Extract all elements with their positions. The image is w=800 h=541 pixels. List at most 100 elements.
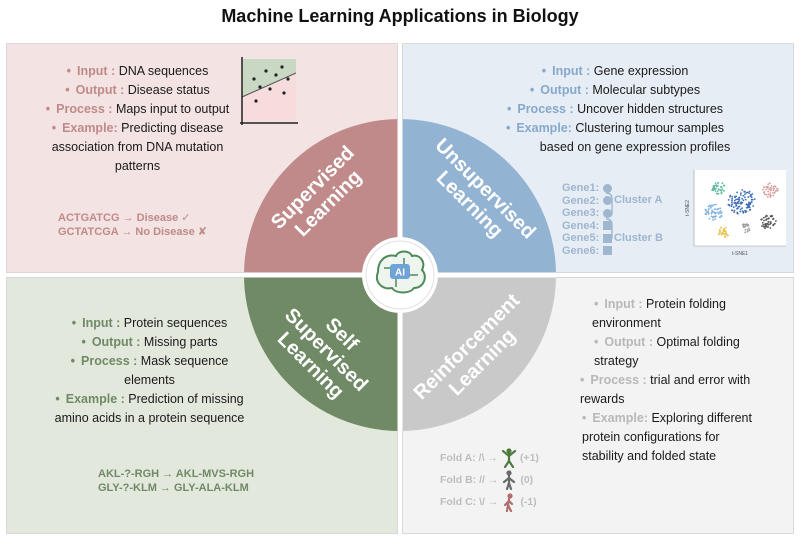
person-sad-icon xyxy=(504,493,514,513)
tsne-point xyxy=(741,201,744,204)
tsne-point xyxy=(769,192,772,194)
tsne-point xyxy=(731,195,734,198)
fold-c-row: Fold C: \/ →(-1) xyxy=(440,491,539,513)
tsne-point xyxy=(739,202,741,205)
tsne-point xyxy=(731,209,734,212)
tsne-point xyxy=(772,217,775,220)
tsne-point xyxy=(744,193,746,196)
tsne-point xyxy=(767,183,770,186)
tsne-point xyxy=(776,187,779,190)
tsne-point xyxy=(714,218,716,221)
tsne-point xyxy=(748,229,751,232)
tsne-point xyxy=(711,189,713,192)
tsne-point xyxy=(734,195,736,198)
tsne-point xyxy=(761,222,764,224)
tsne-point xyxy=(717,182,719,184)
tsne-point xyxy=(763,193,766,196)
tsne-point xyxy=(715,203,717,206)
tsne-point xyxy=(713,184,716,187)
tsne-point xyxy=(737,207,739,210)
tsne-point xyxy=(760,218,763,220)
protein-example-2: GLY-?-KLM → GLY-ALA-KLM xyxy=(98,482,249,494)
tsne-point xyxy=(767,190,770,193)
tsne-point xyxy=(712,188,715,191)
tsne-point xyxy=(730,205,733,208)
tsne-point xyxy=(766,196,769,198)
tsne-point xyxy=(753,198,756,200)
tsne-point xyxy=(744,223,746,226)
tsne-point xyxy=(707,208,710,210)
tsne-point xyxy=(748,227,750,230)
tsne-point xyxy=(767,185,769,188)
tsne-point xyxy=(761,225,763,227)
tsne-point xyxy=(714,182,717,185)
tsne-point xyxy=(721,182,724,185)
tsne-point xyxy=(739,194,742,196)
tsne-point xyxy=(768,217,770,220)
tsne-point xyxy=(721,232,724,234)
dna-example-2: GCTATCGA → No Disease ✘ xyxy=(58,226,207,238)
tsne-point xyxy=(765,188,767,191)
tsne-point xyxy=(711,204,714,207)
tsne-point xyxy=(716,192,719,195)
tsne-point xyxy=(713,211,715,214)
tsne-point xyxy=(763,191,765,194)
tsne-point xyxy=(738,199,741,201)
tsne-point xyxy=(710,211,713,214)
square-icon xyxy=(603,233,613,243)
tsne-point xyxy=(749,208,751,211)
tsne-point xyxy=(744,231,747,234)
tsne-point xyxy=(772,192,774,194)
tsne-point xyxy=(739,210,742,213)
tsne-point xyxy=(719,230,721,233)
tsne-point xyxy=(720,191,723,194)
tsne-point xyxy=(744,209,746,212)
tsne-point xyxy=(719,189,722,192)
tsne-point xyxy=(751,198,754,201)
tsne-point xyxy=(768,188,771,191)
tsne-point xyxy=(704,208,707,211)
page-title: Machine Learning Applications in Biology xyxy=(221,6,579,26)
cluster-a-label: Cluster A xyxy=(614,194,663,206)
tsne-point xyxy=(715,184,718,186)
tsne-point xyxy=(762,216,765,219)
tsne-point xyxy=(717,207,720,210)
tsne-point xyxy=(764,225,767,228)
tsne-point xyxy=(748,206,751,208)
tsne-point xyxy=(775,190,777,192)
tsne-point xyxy=(746,229,749,231)
cluster-brackets xyxy=(605,192,613,242)
tsne-point xyxy=(738,205,741,208)
tsne-point xyxy=(764,227,766,230)
tsne-point xyxy=(734,202,737,205)
self-supervised-output-row: •Output : Missing parts xyxy=(81,335,218,349)
tsne-point xyxy=(723,229,726,232)
protein-examples: AKL-?-RGH → AKL-MVS-RGH GLY-?-KLM → GLY-… xyxy=(98,467,254,495)
tsne-point xyxy=(723,227,726,230)
tsne-point xyxy=(765,219,767,221)
gene-list: Gene1: Gene2: Gene3: Gene4: Gene5: Gene6… xyxy=(562,182,613,257)
fold-b-row: Fold B: // →(0) xyxy=(440,469,539,491)
cluster-b-label: Cluster B xyxy=(614,232,663,244)
tsne-point xyxy=(736,198,739,201)
self-supervised-example-row: •Example : Prediction of missing amino a… xyxy=(54,392,245,425)
tsne-point xyxy=(720,226,722,229)
tsne-point xyxy=(736,211,739,214)
tsne-point xyxy=(773,185,776,187)
tsne-point xyxy=(730,201,733,204)
tsne-point xyxy=(704,213,707,215)
tsne-point xyxy=(777,189,779,192)
tsne-point xyxy=(716,190,719,192)
tsne-point xyxy=(723,190,725,192)
unsupervised-input-row: •Input : Gene expression xyxy=(541,64,689,78)
tsne-point xyxy=(727,199,730,201)
tsne-point xyxy=(714,190,717,192)
tsne-point xyxy=(723,236,726,239)
tsne-point xyxy=(750,196,753,199)
tsne-point xyxy=(741,210,744,212)
tsne-point xyxy=(773,191,776,194)
unsupervised-segment xyxy=(400,119,556,275)
tsne-point xyxy=(729,196,731,198)
tsne-point xyxy=(732,206,735,209)
tsne-point xyxy=(750,201,753,203)
